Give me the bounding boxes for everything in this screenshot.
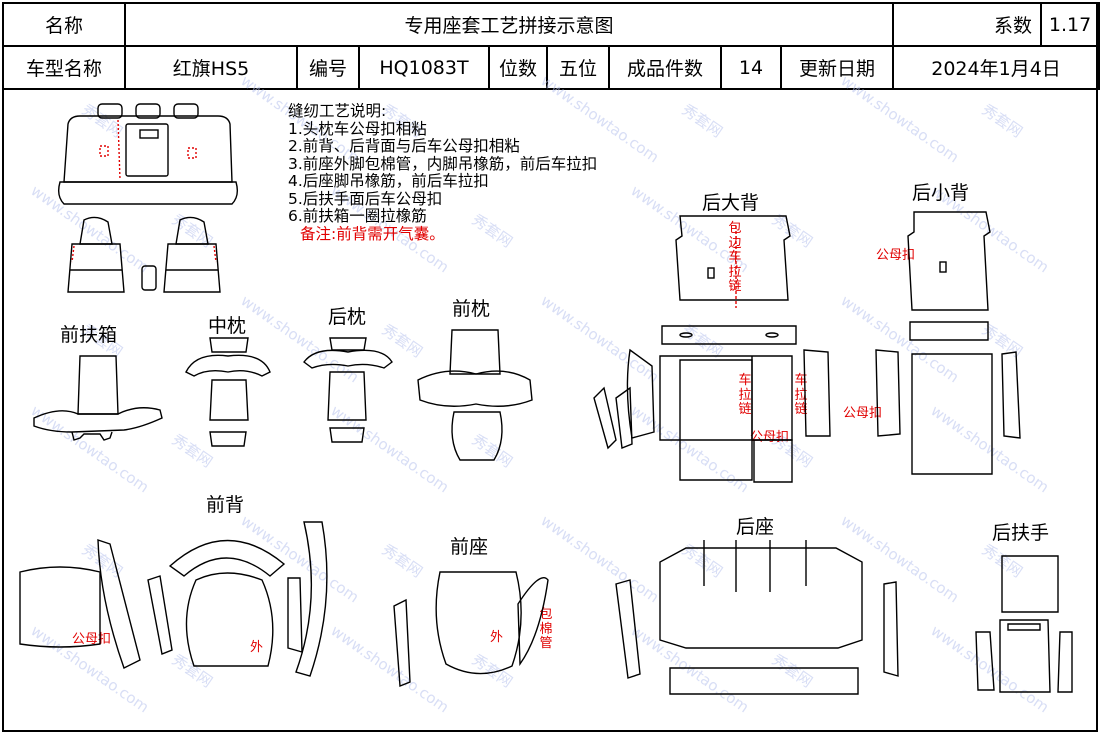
- name-label: 名称: [2, 2, 126, 47]
- notes-remark: 备注:前背需开气囊。: [300, 224, 445, 243]
- coef-label: 系数: [892, 2, 1043, 47]
- annotation-zip-left: 车拉链: [738, 373, 752, 417]
- coef-value: 1.17: [1040, 2, 1100, 47]
- pattern-rear-big-back: [593, 215, 831, 483]
- model-value: 红旗HS5: [124, 45, 298, 90]
- seats-label: 位数: [488, 45, 548, 90]
- note-line-2: 2.前背、后背面与后车公母扣相粘: [288, 137, 520, 155]
- notes-heading: 缝纫工艺说明:: [288, 102, 387, 120]
- label-front-headrest: 前枕: [452, 298, 491, 320]
- note-line-5: 5.后扶手面后车公母扣: [288, 189, 443, 208]
- label-rear-small-back: 后小背: [912, 182, 970, 204]
- note-line-1: 1.头枕车公母扣相粘: [288, 119, 427, 138]
- label-rear-armrest: 后扶手: [992, 522, 1050, 544]
- pattern-rear-small-back: [875, 211, 1021, 475]
- pattern-front-seat: [393, 571, 549, 688]
- annotation-snap-rear-small: 公母扣: [876, 248, 916, 263]
- annotation-foam-tube: 包棉管: [539, 607, 553, 651]
- note-line-6: 6.前扶箱一圈拉橡筋: [288, 207, 427, 225]
- thumbnail-front-seats: [67, 216, 221, 293]
- thumbnail-rear-bench: [57, 103, 239, 205]
- pattern-rear-armrest: [975, 555, 1073, 693]
- pattern-rear-seat: [615, 540, 899, 695]
- label-middle-headrest: 中枕: [208, 315, 247, 337]
- pieces-label: 成品件数: [608, 45, 722, 90]
- date-value: 2024年1月4日: [892, 45, 1100, 90]
- pattern-middle-headrest: [185, 337, 271, 447]
- pattern-front-back: [19, 521, 328, 677]
- label-front-armbox: 前扶箱: [60, 324, 118, 346]
- label-rear-seat: 后座: [736, 516, 775, 538]
- model-label: 车型名称: [2, 45, 126, 90]
- date-label: 更新日期: [779, 45, 895, 90]
- code-value: HQ1083T: [358, 45, 490, 90]
- annotation-snap-right: 公母扣: [843, 406, 883, 421]
- pattern-rear-headrest: [303, 337, 393, 443]
- annotation-outer-front-seat: 外: [490, 630, 504, 645]
- annotation-snap-center: 公母扣: [750, 430, 790, 445]
- header-table: 名称 专用座套工艺拼接示意图 系数 1.17 车型名称 红旗HS5 编号 HQ1…: [2, 2, 1100, 90]
- label-rear-big-back: 后大背: [702, 192, 760, 214]
- pieces-value: 14: [720, 45, 782, 90]
- pattern-front-headrest: [417, 329, 533, 461]
- label-front-back: 前背: [206, 494, 245, 516]
- note-line-3: 3.前座外脚包棉管，内脚吊橡筋，前后车拉扣: [288, 154, 598, 173]
- annotation-outer-front-back: 外: [250, 640, 264, 655]
- pattern-front-armbox: [33, 355, 163, 441]
- annotation-edge-zip: 包边车拉链: [728, 221, 742, 294]
- seats-value: 五位: [546, 45, 610, 90]
- sewing-notes: 缝纫工艺说明: 1.头枕车公母扣相粘 2.前背、后背面与后车公母扣相粘 3.前座…: [288, 102, 598, 243]
- annotation-zip-right: 车拉链: [794, 373, 808, 417]
- code-label: 编号: [296, 45, 360, 90]
- label-rear-headrest: 后枕: [328, 306, 367, 328]
- sheet-title: 专用座套工艺拼接示意图: [123, 2, 895, 47]
- label-front-seat: 前座: [450, 536, 489, 558]
- note-line-4: 4.后座脚吊橡筋，前后车拉扣: [288, 172, 489, 190]
- annotation-snap-front-back: 公母扣: [72, 632, 112, 647]
